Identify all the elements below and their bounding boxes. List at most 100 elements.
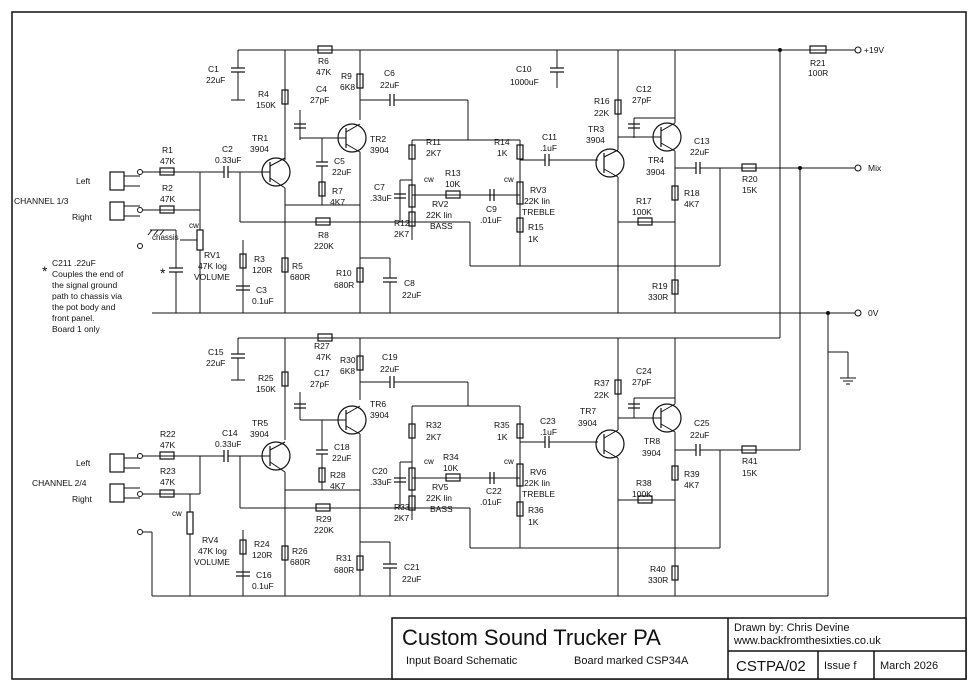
svg-text:the signal ground: the signal ground: [52, 280, 117, 290]
board-note: Board marked CSP34A: [574, 655, 689, 667]
resistor-R24: R24 120R: [239, 530, 272, 596]
capacitor-C3: C3 0.1uF: [236, 285, 274, 306]
channel-13-right-label: Right: [72, 212, 92, 222]
svg-text:120R: 120R: [252, 265, 272, 275]
resistor-R23: R23 47K: [159, 466, 176, 498]
svg-text:R17: R17: [636, 196, 652, 206]
svg-text:150K: 150K: [256, 384, 276, 394]
svg-text:VOLUME: VOLUME: [194, 557, 230, 567]
svg-text:R31: R31: [336, 553, 352, 563]
svg-text:TR1: TR1: [252, 133, 268, 143]
svg-text:cw: cw: [504, 457, 514, 466]
svg-text:100K: 100K: [632, 207, 652, 217]
channel-24-label: CHANNEL 2/4: [32, 478, 87, 488]
svg-text:4K7: 4K7: [330, 197, 345, 207]
resistor-R33: R33 2K7: [394, 495, 416, 523]
transistor-TR1: TR1 3904: [250, 133, 291, 189]
svg-text:.33uF: .33uF: [370, 477, 392, 487]
svg-text:C19: C19: [382, 352, 398, 362]
svg-text:R5: R5: [292, 261, 303, 271]
svg-text:RV2: RV2: [432, 199, 449, 209]
svg-text:27pF: 27pF: [310, 379, 329, 389]
channel-13-left-label: Left: [76, 176, 91, 186]
transistor-TR8: TR8 3904: [618, 403, 682, 458]
svg-text:R28: R28: [330, 470, 346, 480]
jack-socket-right-24: [109, 483, 140, 503]
svg-text:TR8: TR8: [644, 436, 660, 446]
tone-stack-top: [399, 139, 721, 267]
capacitor-C7: C7 .33uF: [370, 182, 406, 203]
resistor-R38: R38 100K: [618, 478, 675, 504]
svg-text:100R: 100R: [808, 68, 828, 78]
svg-text:C9: C9: [486, 204, 497, 214]
issue: Issue f: [824, 660, 857, 672]
tone-stack-bottom: [399, 405, 721, 549]
svg-text:15K: 15K: [742, 468, 757, 478]
svg-text:0.1uF: 0.1uF: [252, 581, 274, 591]
svg-text:C211 .22uF: C211 .22uF: [52, 258, 96, 268]
capacitor-C12: C12 27pF: [628, 84, 675, 138]
svg-text:22uF: 22uF: [380, 80, 399, 90]
svg-text:R20: R20: [742, 174, 758, 184]
website: www.backfromthesixties.co.uk: [733, 635, 881, 647]
resistor-R19: R19 330R: [648, 279, 679, 302]
channel-13-inputs: CHANNEL 1/3 Left Right: [14, 169, 201, 249]
svg-text:3904: 3904: [578, 418, 597, 428]
svg-text:R18: R18: [684, 188, 700, 198]
svg-text:C2: C2: [222, 144, 233, 154]
svg-text:C24: C24: [636, 366, 652, 376]
resistor-R28: R28 4K7: [318, 465, 346, 491]
capacitor-C23: C23 .1uF: [520, 416, 598, 448]
capacitor-C1: C1 22uF: [206, 50, 245, 101]
capacitor-C4: C4 27pF: [294, 84, 329, 140]
svg-text:R4: R4: [258, 89, 269, 99]
resistor-R16: R16 22K: [594, 50, 622, 150]
resistor-R14: R14 1K: [494, 137, 524, 160]
svg-text:3904: 3904: [586, 135, 605, 145]
capacitor-C20: C20 .33uF: [370, 466, 406, 487]
svg-text:3904: 3904: [642, 448, 661, 458]
date: March 2026: [880, 660, 938, 672]
svg-text:C14: C14: [222, 428, 238, 438]
potentiometer-RV5: cw RV5 22K lin BASS: [408, 457, 453, 514]
svg-text:47K log: 47K log: [198, 546, 227, 556]
ground-rail-label: 0V: [868, 308, 879, 318]
svg-text:47K: 47K: [160, 194, 175, 204]
svg-text:R26: R26: [292, 546, 308, 556]
svg-text:C20: C20: [372, 466, 388, 476]
svg-text:27pF: 27pF: [632, 95, 651, 105]
resistor-R18: R18 4K7: [671, 185, 700, 209]
svg-text:BASS: BASS: [430, 504, 453, 514]
capacitor-C10: C10 1000uF: [510, 50, 564, 88]
svg-text:4K7: 4K7: [684, 199, 699, 209]
svg-text:22K: 22K: [594, 108, 609, 118]
svg-text:TREBLE: TREBLE: [522, 207, 555, 217]
resistor-R8: R8 220K: [239, 172, 412, 251]
resistor-R31: R31 680R: [334, 541, 390, 575]
svg-text:cw: cw: [504, 175, 514, 184]
svg-text:330R: 330R: [648, 292, 668, 302]
resistor-R4: R4 150K: [256, 50, 289, 160]
svg-text:R15: R15: [528, 222, 544, 232]
svg-text:TREBLE: TREBLE: [522, 489, 555, 499]
resistor-R29: R29 220K: [239, 456, 412, 535]
svg-text:0.33uF: 0.33uF: [215, 155, 241, 165]
svg-text:R1: R1: [162, 145, 173, 155]
transistor-TR4: TR4 3904: [618, 122, 682, 177]
svg-text:1K: 1K: [497, 432, 508, 442]
svg-text:220K: 220K: [314, 241, 334, 251]
svg-text:22uF: 22uF: [690, 147, 709, 157]
capacitor-C13: C13 22uF: [675, 136, 740, 174]
svg-text:cw: cw: [424, 457, 434, 466]
capacitor-C17: C17 27pF: [294, 368, 330, 420]
svg-text:R33: R33: [394, 502, 410, 512]
svg-text:Couples the end of: Couples the end of: [52, 269, 124, 279]
svg-text:.1uF: .1uF: [540, 143, 557, 153]
capacitor-C2: C2 0.33uF: [200, 144, 250, 178]
svg-text:47K: 47K: [316, 67, 331, 77]
svg-text:VOLUME: VOLUME: [194, 272, 230, 282]
svg-text:22uF: 22uF: [380, 364, 399, 374]
chassis-connection: chassis *: [147, 229, 183, 313]
svg-text:C12: C12: [636, 84, 652, 94]
svg-text:22uF: 22uF: [332, 453, 351, 463]
